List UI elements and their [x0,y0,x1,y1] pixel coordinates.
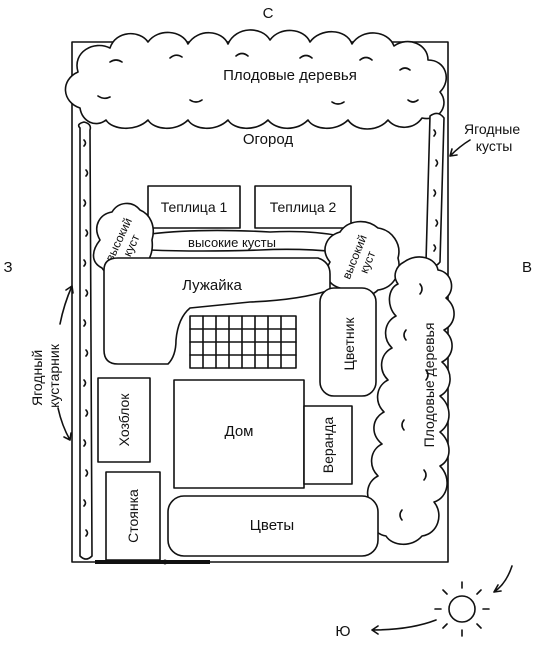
compass-east: В [522,259,532,276]
arrow-icon-down [57,407,72,441]
house-label: Дом [225,423,254,440]
flowers-bed [167,495,379,557]
greenhouse-1 [147,185,241,229]
shed [97,377,151,463]
greenhouse-2 [254,185,352,229]
arrow-icon-up [59,285,74,325]
berry-hedge-right [425,112,445,267]
arrow-icon [449,139,471,157]
house [173,379,305,489]
greenhouse-1-label: Теплица 1 [161,199,228,215]
vegetable-garden-label: Огород [243,131,294,148]
sun-path-arrow-east [493,565,513,593]
compass-south: Ю [335,623,350,640]
lawn-grid [189,315,297,369]
compass-west: З [3,259,12,276]
berry-shrub-label: Ягодный кустарник [29,343,62,408]
veranda-label: Веранда [320,417,336,474]
berry-hedge-left [77,121,93,560]
berry-bushes-line-2: кусты [476,138,513,154]
parking-label: Стоянка [125,489,141,543]
greenhouse-2-label: Теплица 2 [270,199,337,215]
fruit-trees-right-label: Плодовые деревья [421,323,437,448]
berry-bushes-line: Ягодные [464,121,520,137]
flower-bed-label: Цветник [341,317,357,371]
lawn [103,257,331,365]
veranda [303,405,353,485]
shed-label: Хозблок [116,393,132,447]
berry-bushes-label: Ягодные кусты [464,121,524,154]
flowers-label: Цветы [250,517,294,534]
lawn-label: Лужайка [182,277,242,294]
sun-icon [434,581,490,637]
berry-shrub-line: Ягодный [29,350,45,406]
sun-path-arrow-south [371,619,437,635]
tall-bushes-label: высокие кусты [188,235,276,250]
compass-north: С [263,5,274,22]
berry-shrub-line-2: кустарник [46,343,62,408]
gate-post [162,559,168,565]
fruit-trees-right-canopy [366,256,455,546]
flower-bed [319,287,377,397]
fruit-trees-top-label: Плодовые деревья [223,67,357,84]
fruit-trees-top-canopy [64,29,448,130]
parking [105,471,161,561]
